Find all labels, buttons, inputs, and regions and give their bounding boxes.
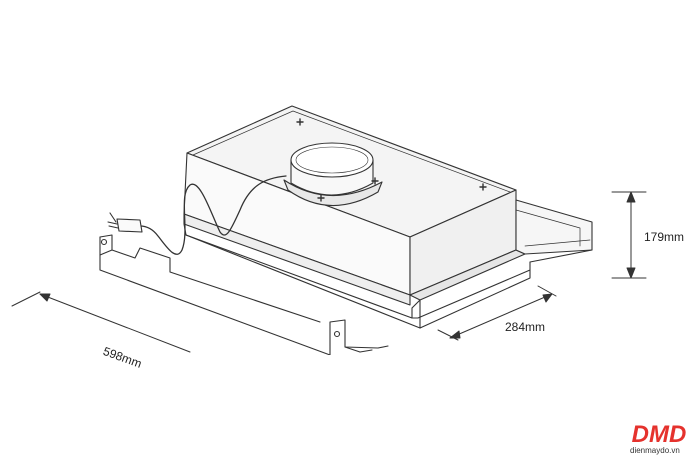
width-dimension-line (11, 291, 191, 353)
mounting-bracket (99, 234, 389, 356)
visor-panel (183, 199, 593, 329)
exhaust-collar (283, 142, 383, 207)
height-dimension-line (611, 191, 647, 279)
site-watermark: dienmaydo.vn (630, 446, 680, 455)
depth-label: 284mm (505, 320, 546, 334)
depth-dimension-line (437, 285, 557, 341)
hood-top-trim (192, 110, 511, 193)
svg-text:DMD: DMD (632, 421, 687, 448)
screw-marks (296, 118, 487, 191)
brand-logo: DMD (632, 421, 687, 448)
height-label: 179mm (644, 230, 685, 244)
power-cord (107, 175, 287, 255)
